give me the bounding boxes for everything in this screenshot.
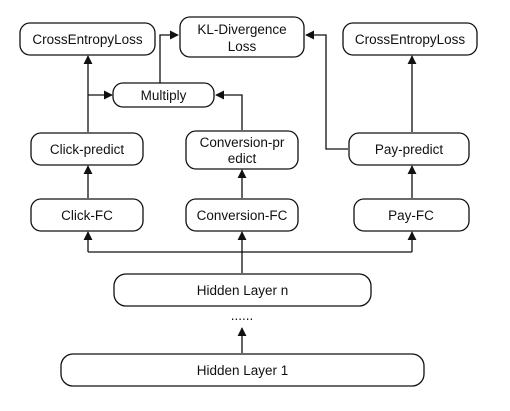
node-conversion-predict-label-line2: edict <box>228 151 257 166</box>
node-pay-predict-label: Pay-predict <box>375 142 444 157</box>
node-kl-divergence: KL-Divergence Loss <box>179 16 305 58</box>
node-ce-left-label: CrossEntropyLoss <box>32 32 143 47</box>
node-pay-fc: Pay-FC <box>353 198 470 232</box>
node-click-fc: Click-FC <box>30 198 144 232</box>
node-hidden-layer-n: Hidden Layer n <box>113 273 372 307</box>
node-click-fc-label: Click-FC <box>61 208 113 223</box>
node-ce-right: CrossEntropyLoss <box>342 22 478 56</box>
node-conversion-fc-label: Conversion-FC <box>197 208 288 223</box>
node-conversion-predict-label-line1: Conversion-pr <box>200 135 285 150</box>
node-kl-label-line2: Loss <box>228 39 257 54</box>
edge-conversion-predict-to-multiply <box>215 90 243 130</box>
edges <box>83 30 417 353</box>
edge-pay-predict-to-kl <box>305 30 348 150</box>
ellipsis-label: ...... <box>231 308 254 323</box>
node-ce-right-label: CrossEntropyLoss <box>355 32 466 47</box>
node-kl-label-line1: KL-Divergence <box>197 22 286 37</box>
node-conversion-predict: Conversion-pr edict <box>185 130 299 170</box>
node-pay-fc-label: Pay-FC <box>388 208 434 223</box>
node-conversion-fc: Conversion-FC <box>185 198 299 232</box>
node-ce-left: CrossEntropyLoss <box>19 22 156 56</box>
node-pay-predict: Pay-predict <box>348 132 470 166</box>
node-multiply: Multiply <box>112 82 215 108</box>
node-click-predict-label: Click-predict <box>50 142 125 157</box>
node-hidden-layer-1-label: Hidden Layer 1 <box>197 363 289 378</box>
node-hidden-layer-1: Hidden Layer 1 <box>60 353 425 387</box>
edge-multiply-to-kl <box>159 30 179 83</box>
node-hidden-layer-n-label: Hidden Layer n <box>197 283 289 298</box>
node-click-predict: Click-predict <box>30 132 144 166</box>
node-multiply-label: Multiply <box>141 88 187 103</box>
